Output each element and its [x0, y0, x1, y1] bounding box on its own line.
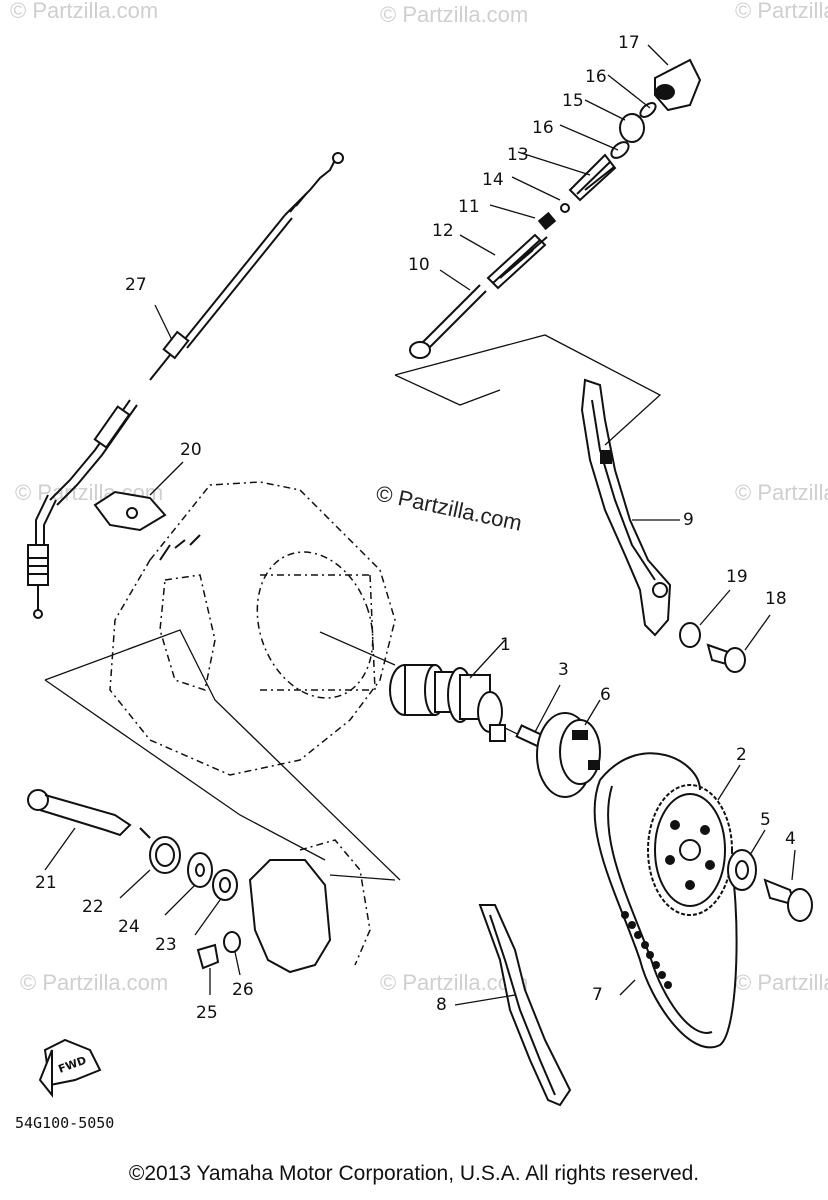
- diagram-code: 54G100-5050: [15, 1114, 114, 1132]
- callout-27: 27: [125, 275, 147, 295]
- watermark-top-right: © Partzilla.com: [735, 0, 828, 23]
- fwd-arrow: FWD: [38, 1038, 102, 1098]
- callout-8: 8: [436, 995, 447, 1015]
- callout-20: 20: [180, 440, 202, 460]
- part-6-cam: [536, 699, 601, 798]
- callout-14: 14: [482, 170, 504, 190]
- part-8-chain-guide: [454, 904, 572, 1107]
- part-1-camshaft: [319, 631, 541, 746]
- callout-17: 17: [618, 33, 640, 53]
- watermark-bottom-right: © Partzilla.com: [735, 970, 828, 995]
- callout-16-lower: 16: [532, 118, 554, 138]
- assembly-lines: [44, 334, 662, 881]
- callout-labels: 1 2 3 4 5 6 7 8 9 10 11 12 13 14 15 16 1…: [35, 33, 796, 1023]
- decomp-cover: [248, 839, 396, 974]
- parts-diagram: © Partzilla.com © Partzilla.com © Partzi…: [10, 0, 828, 1132]
- chain-links: [621, 911, 672, 989]
- copyright-notice: ©2013 Yamaha Motor Corporation, U.S.A. A…: [128, 1162, 700, 1185]
- callout-21: 21: [35, 873, 57, 893]
- callout-4: 4: [785, 829, 796, 849]
- watermark-mid-right: © Partzilla.com: [735, 480, 828, 505]
- callout-5: 5: [760, 810, 771, 830]
- callout-11: 11: [458, 197, 480, 217]
- callout-10: 10: [408, 255, 430, 275]
- callout-6: 6: [600, 685, 611, 705]
- part-3-pin: [515, 684, 561, 748]
- callout-2: 2: [736, 745, 747, 765]
- callout-13: 13: [507, 145, 529, 165]
- callout-7: 7: [592, 985, 603, 1005]
- callout-1: 1: [500, 635, 511, 655]
- watermark-center: © Partzilla.com: [374, 480, 524, 535]
- callout-26: 26: [232, 980, 254, 1000]
- callout-22: 22: [82, 897, 104, 917]
- callout-9: 9: [683, 510, 694, 530]
- part-22-spring: [119, 827, 181, 899]
- part-2-sprocket: [647, 764, 741, 916]
- part-4-bolt: [763, 849, 813, 922]
- part-24-washer: [164, 852, 213, 916]
- part-23-seal: [194, 869, 238, 936]
- part-19-washer: [679, 589, 731, 648]
- callout-16-upper: 16: [585, 67, 607, 87]
- watermark-top-center: © Partzilla.com: [380, 2, 528, 27]
- part-7-cam-chain: [593, 752, 738, 1049]
- part-26-nut: [223, 931, 241, 976]
- cylinder-head-outline: [109, 481, 396, 776]
- callout-3: 3: [558, 660, 569, 680]
- part-18-bolt: [706, 614, 771, 673]
- callout-23: 23: [155, 935, 177, 955]
- watermark-top-left: © Partzilla.com: [10, 0, 158, 23]
- part-9-tensioner-guide: [580, 378, 680, 637]
- tensioner-assembly: [409, 44, 702, 359]
- callout-18: 18: [765, 589, 787, 609]
- callout-12: 12: [432, 221, 454, 241]
- part-20-bracket: [93, 461, 184, 532]
- callout-25: 25: [196, 1003, 218, 1023]
- part-25-bolt: [196, 943, 220, 995]
- part-27-cable: [27, 152, 344, 619]
- callout-24: 24: [118, 917, 140, 937]
- watermark-bottom-left: © Partzilla.com: [20, 970, 168, 995]
- callout-15: 15: [562, 91, 584, 111]
- callout-19: 19: [726, 567, 748, 587]
- part-21-shaft: [27, 789, 132, 871]
- part-5-washer: [727, 829, 766, 891]
